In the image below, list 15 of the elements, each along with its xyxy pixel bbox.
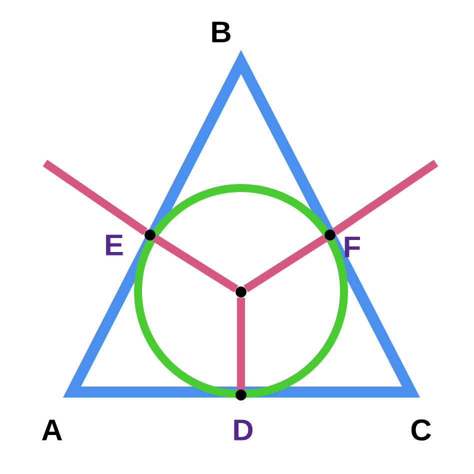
point-label: F [344,236,360,258]
point-label: E [106,234,123,256]
point-dot [236,390,246,400]
point-dot [324,230,336,240]
point-dot [144,230,156,240]
vertex-label: A [42,420,62,440]
vertex-label: C [411,419,431,441]
vertex-label: B [212,22,230,42]
point-label: D [234,420,253,440]
line-segment [244,234,328,292]
line-segment [152,234,238,292]
line-segment [237,298,245,390]
line-segment [42,160,148,236]
line-segment [332,160,438,236]
point-dot [236,286,246,298]
